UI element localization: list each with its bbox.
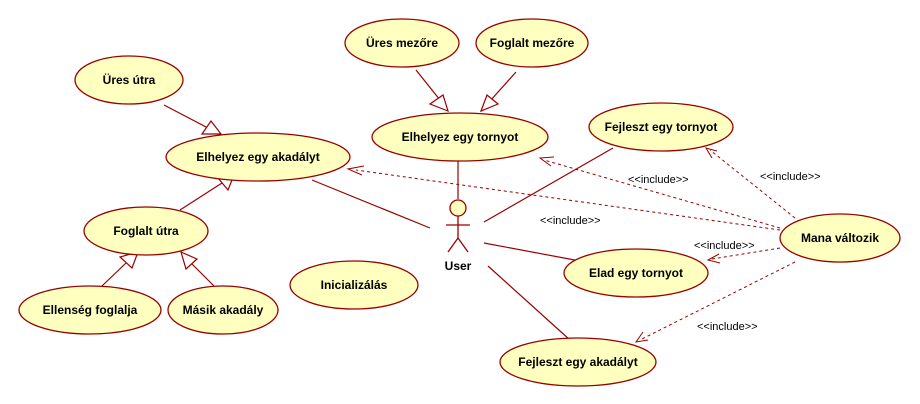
- use-case-ellenseg-foglalja: Ellenség foglalja: [18, 285, 162, 335]
- use-case-masik-akadaly: Másik akadály: [167, 285, 279, 335]
- assoc-elad-tornyot: [483, 242, 581, 262]
- gen-head-masik-akadaly: [180, 250, 199, 271]
- use-case-label: Inicializálás: [321, 278, 388, 292]
- use-case-foglalt-mezore: Foglalt mezőre: [475, 18, 589, 68]
- gen-head-ures-utra: [200, 119, 223, 135]
- gen-foglalt-mezore: [489, 71, 517, 102]
- use-case-label: Másik akadály: [183, 303, 264, 317]
- use-case-label: Üres mezőre: [366, 35, 438, 50]
- use-case-label: Elhelyez egy akadályt: [196, 150, 319, 164]
- dep-elhelyez-akadalyt: [355, 169, 781, 231]
- use-case-elhelyez-tornyot: Elhelyez egy tornyot: [371, 112, 549, 162]
- assoc-fejleszt-akadalyt: [487, 265, 571, 341]
- gen-foglalt-utra: [179, 182, 223, 211]
- actor-user: User: [445, 199, 472, 273]
- stereotype-labels: <<include>> <<include>> <<include>> <<in…: [540, 171, 821, 333]
- include-label: <<include>>: [628, 174, 689, 186]
- assoc-elhelyez-akadalyt: [311, 179, 431, 229]
- generalizations: [101, 69, 517, 287]
- gen-ures-utra: [163, 104, 209, 129]
- use-case-mana-valtozik: Mana változik: [779, 213, 901, 263]
- include-label: <<include>>: [540, 215, 601, 227]
- use-case-label: Fejleszt egy akadályt: [518, 355, 637, 369]
- use-cases: Üres mezőre Foglalt mezőre Üres útra Elh…: [18, 18, 901, 387]
- dep-head-elad-tornyot: [706, 253, 721, 264]
- dep-head-elhelyez-tornyot: [538, 156, 555, 167]
- include-label: <<include>>: [694, 240, 755, 252]
- use-case-label: Üres útra: [103, 72, 156, 87]
- use-case-ures-utra: Üres útra: [74, 55, 184, 105]
- dep-head-fejleszt-akadalyt: [634, 331, 649, 343]
- gen-ellenseg: [101, 262, 127, 287]
- dep-fejleszt-tornyot: [709, 149, 796, 219]
- use-case-label: Ellenség foglalja: [43, 303, 138, 317]
- dep-fejleszt-akadalyt: [639, 261, 796, 341]
- use-case-elhelyez-akadalyt: Elhelyez egy akadályt: [165, 132, 351, 182]
- gen-head-ures-mezore: [428, 94, 449, 113]
- include-label: <<include>>: [760, 171, 821, 183]
- use-case-label: Foglalt mezőre: [490, 36, 575, 50]
- actor-head: [449, 199, 467, 217]
- gen-ures-mezore: [415, 69, 441, 101]
- include-label: <<include>>: [697, 321, 758, 333]
- use-case-ures-mezore: Üres mezőre: [344, 18, 460, 68]
- use-case-elad-tornyot: Elad egy tornyot: [563, 248, 709, 298]
- use-case-label: Mana változik: [801, 231, 879, 245]
- use-case-fejleszt-akadalyt: Fejleszt egy akadályt: [499, 337, 657, 387]
- gen-masik-akadaly: [191, 263, 215, 287]
- gen-head-foglalt-mezore: [479, 94, 500, 113]
- use-case-label: Elad egy tornyot: [589, 266, 683, 280]
- dep-head-fejleszt-tornyot: [704, 147, 718, 159]
- include-dependencies: [346, 147, 796, 343]
- use-case-label: Fejleszt egy tornyot: [605, 120, 718, 134]
- use-case-label: Foglalt útra: [113, 224, 179, 238]
- actor-name: User: [445, 259, 472, 273]
- use-case-fejleszt-tornyot: Fejleszt egy tornyot: [588, 102, 734, 152]
- assoc-fejleszt-tornyot: [483, 147, 614, 223]
- use-case-inicializalas: Inicializálás: [289, 260, 419, 310]
- dep-head-elhelyez-akadalyt: [346, 165, 365, 176]
- associations: [311, 147, 614, 341]
- use-case-label: Elhelyez egy tornyot: [402, 130, 519, 144]
- actor-right-leg: [457, 237, 469, 253]
- use-case-foglalt-utra: Foglalt útra: [83, 206, 209, 256]
- dep-elhelyez-tornyot: [543, 159, 781, 229]
- actor-left-leg: [447, 237, 459, 253]
